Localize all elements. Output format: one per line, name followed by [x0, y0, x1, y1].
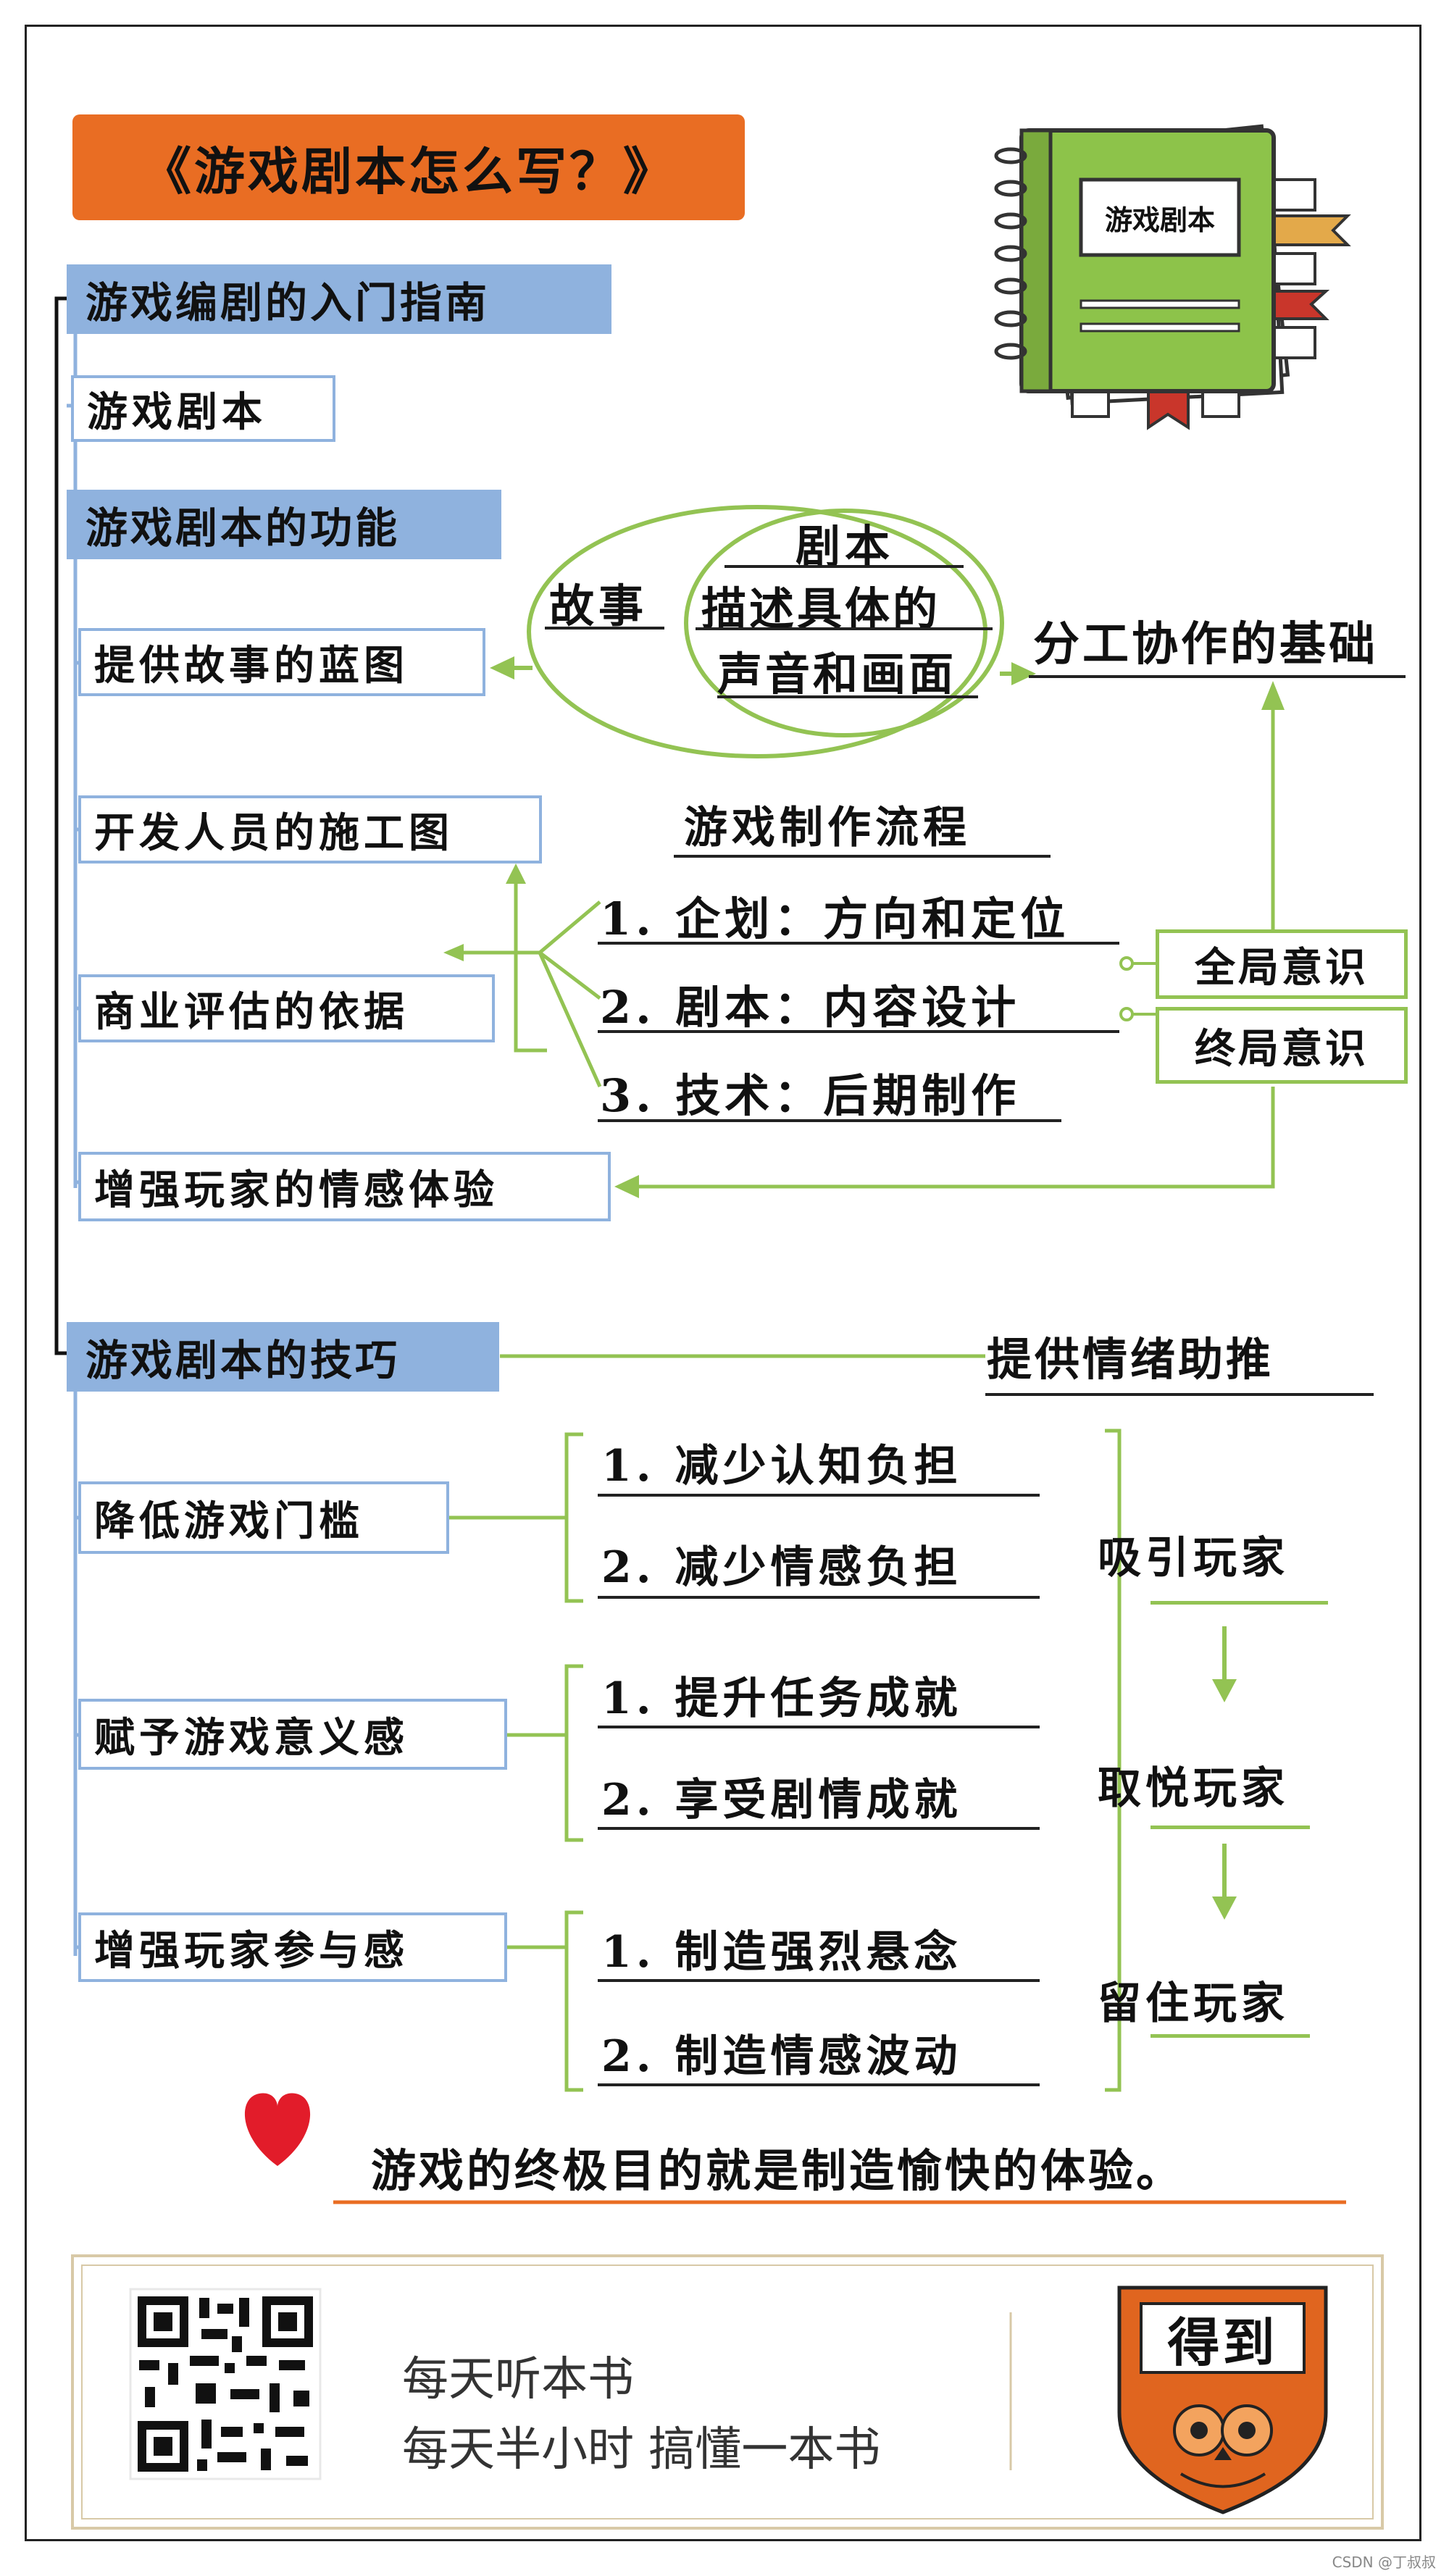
technique-2-point-2: 2. 享受剧情成就 — [601, 1775, 962, 1826]
goal-please-underline — [1151, 1826, 1310, 1829]
technique-2-point-1: 1. 提升任务成就 — [601, 1673, 962, 1724]
technique-3-point-1: 1. 制造强烈悬念 — [601, 1927, 962, 1978]
technique-1-point-1-underline — [598, 1494, 1040, 1497]
heart-icon — [244, 2093, 311, 2166]
footer-panel — [71, 2254, 1384, 2530]
emotion-push-label: 提供情绪助推 — [987, 1333, 1274, 1386]
technique-lower-barrier: 降低游戏门槛 — [78, 1481, 449, 1554]
circle-story-label: 故事 — [549, 580, 648, 632]
technique-1-point-1: 1. 减少认知负担 — [601, 1441, 962, 1492]
goal-attract: 吸引玩家 — [1098, 1533, 1289, 1584]
slogan-line-1: 每天听本书 — [402, 2353, 634, 2406]
emotion-push-underline — [985, 1393, 1374, 1396]
circle-script-line2: 描述具体的 — [701, 582, 941, 635]
technique-1-point-2-underline — [598, 1596, 1040, 1599]
goal-please: 取悦玩家 — [1098, 1763, 1289, 1814]
story-underline — [545, 627, 664, 630]
technique-engagement: 增强玩家参与感 — [78, 1912, 507, 1982]
node-game-script: 游戏剧本 — [71, 375, 335, 442]
process-title-underline — [674, 855, 1051, 858]
technique-3-point-2: 2. 制造情感波动 — [601, 2031, 962, 2082]
goal-retain-underline — [1151, 2034, 1310, 2038]
script-line2-underline — [696, 627, 993, 630]
node-function-construction: 开发人员的施工图 — [78, 795, 542, 863]
foundation-underline — [1029, 675, 1406, 678]
node-function-business: 商业评估的依据 — [78, 974, 495, 1042]
technique-1-point-2: 2. 减少情感负担 — [601, 1542, 962, 1593]
technique-3-point-2-underline — [598, 2083, 1040, 2086]
goal-attract-underline — [1151, 1601, 1328, 1605]
footer-inner-border — [81, 2265, 1374, 2519]
page-frame — [25, 25, 1421, 2541]
global-awareness-box: 全局意识 — [1156, 929, 1408, 999]
technique-2-point-2-underline — [598, 1827, 1040, 1830]
process-step-1: 1. 企划：方向和定位 — [600, 892, 1070, 945]
script-line3-underline — [717, 695, 978, 698]
heading-script-functions: 游戏剧本的功能 — [67, 490, 501, 559]
page-title: 《游戏剧本怎么写？》 — [72, 114, 745, 220]
script-title-underline — [724, 565, 964, 568]
process-step-3: 3. 技术：后期制作 — [600, 1069, 1021, 1122]
process-step-1-underline — [598, 942, 1119, 945]
dedao-logo-text: 得到 — [1167, 2312, 1278, 2373]
endgame-awareness-box: 终局意识 — [1156, 1007, 1408, 1084]
heading-intro-guide: 游戏编剧的入门指南 — [67, 264, 611, 334]
process-step-3-underline — [598, 1119, 1061, 1122]
technique-meaning: 赋予游戏意义感 — [78, 1699, 507, 1770]
process-step-2-underline — [598, 1030, 1119, 1033]
slogan-line-2: 每天半小时 搞懂一本书 — [402, 2423, 881, 2477]
technique-3-point-1-underline — [598, 1979, 1040, 1982]
node-function-blueprint: 提供故事的蓝图 — [78, 628, 485, 696]
book-cover-label: 游戏剧本 — [1104, 203, 1215, 236]
technique-2-point-1-underline — [598, 1726, 1040, 1728]
conclusion-text: 游戏的终极目的就是制造愉快的体验。 — [371, 2144, 1185, 2197]
process-title: 游戏制作流程 — [684, 803, 971, 853]
node-function-emotion: 增强玩家的情感体验 — [78, 1152, 611, 1221]
foundation-label: 分工协作的基础 — [1033, 617, 1378, 672]
circle-script-line3: 声音和画面 — [717, 648, 957, 701]
heading-script-techniques: 游戏剧本的技巧 — [67, 1322, 499, 1392]
watermark: CSDN @丁叔叔 — [1332, 2554, 1436, 2571]
goal-retain: 留住玩家 — [1098, 1978, 1289, 2029]
circle-script-title: 剧本 — [796, 520, 895, 573]
process-step-2: 2. 剧本：内容设计 — [600, 981, 1021, 1034]
